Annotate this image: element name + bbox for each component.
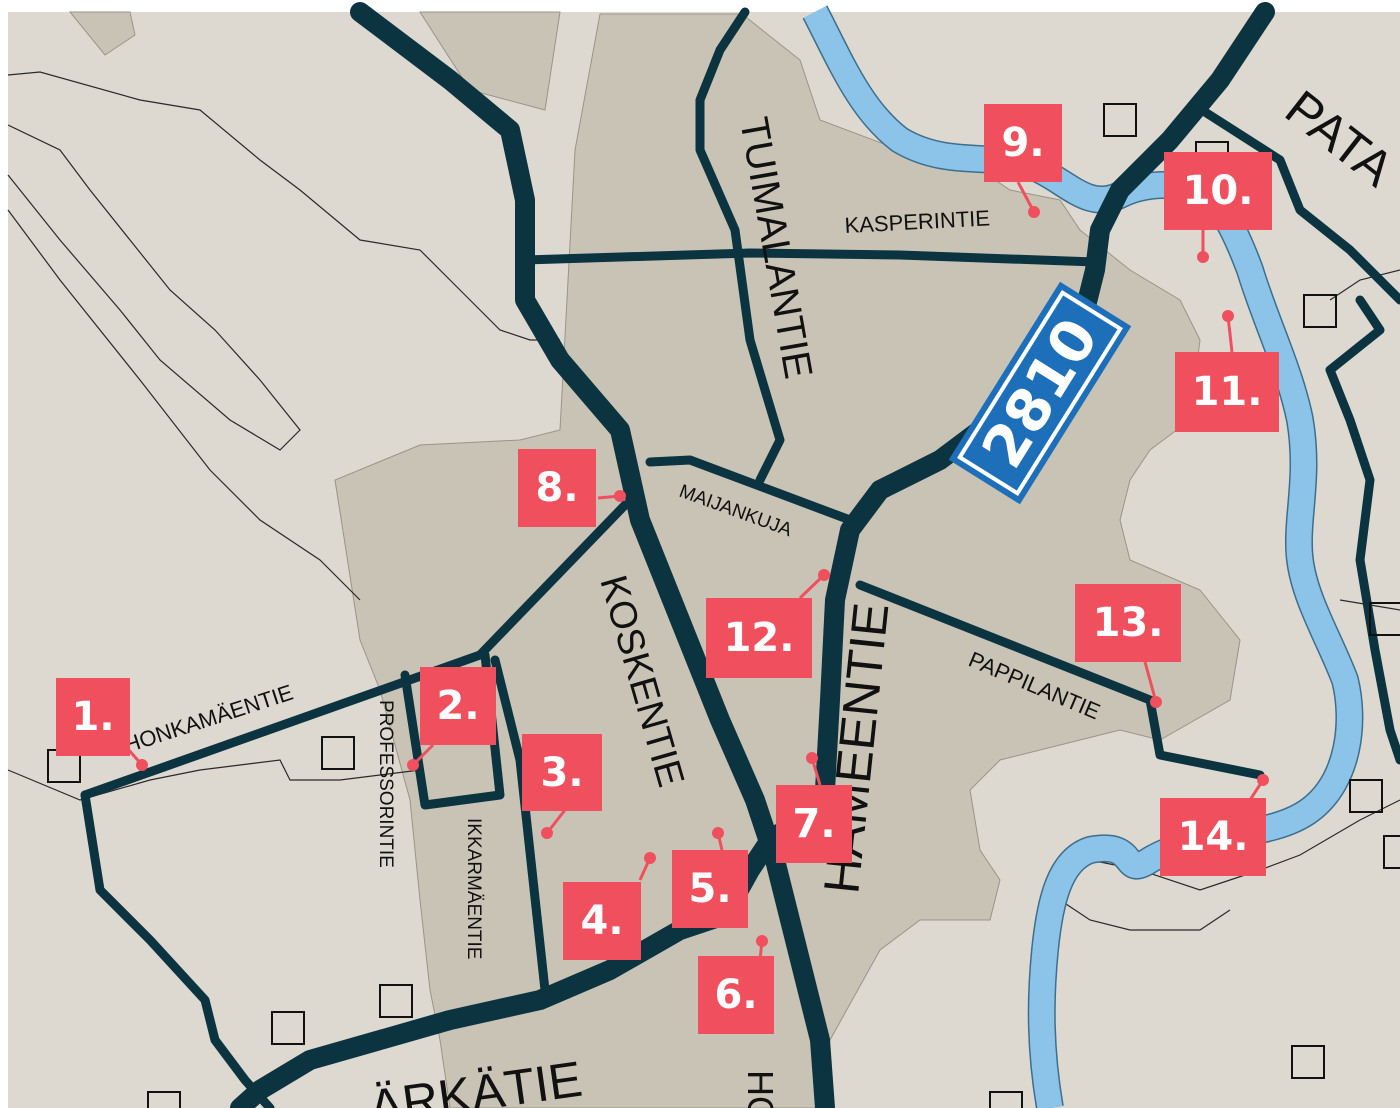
minor-roads <box>80 7 1400 1108</box>
marker-2[interactable]: 2. <box>420 667 496 745</box>
marker-dot-6 <box>756 935 768 947</box>
marker-7[interactable]: 7. <box>776 785 852 863</box>
marker-dot-14 <box>1257 774 1269 786</box>
street-label-ikkarmaentie: IKKARMÄENTIE <box>463 818 484 959</box>
major-roads <box>230 2 1275 1108</box>
marker-6[interactable]: 6. <box>698 956 774 1034</box>
marker-5[interactable]: 5. <box>672 850 748 928</box>
street-label-professorintie: PROFESSORINTIE <box>375 700 396 868</box>
marker-9[interactable]: 9. <box>984 104 1062 182</box>
marker-1[interactable]: 1. <box>56 678 130 756</box>
marker-8[interactable]: 8. <box>518 449 596 527</box>
marker-dot-5 <box>712 827 724 839</box>
marker-dot-1 <box>136 759 148 771</box>
marker-3[interactable]: 3. <box>522 734 602 811</box>
marker-dot-3 <box>541 827 553 839</box>
property-lines <box>7 71 1400 931</box>
marker-dot-9 <box>1028 206 1040 218</box>
marker-14[interactable]: 14. <box>1160 798 1266 876</box>
marker-11[interactable]: 11. <box>1175 352 1279 432</box>
street-label-ho: HO <box>740 1070 781 1108</box>
marker-4[interactable]: 4. <box>563 882 641 960</box>
marker-10[interactable]: 10. <box>1164 152 1272 230</box>
marker-12[interactable]: 12. <box>706 598 812 678</box>
built-areas <box>68 11 1241 1108</box>
marker-dot-2 <box>407 759 419 771</box>
marker-dot-11 <box>1222 310 1234 322</box>
marker-dot-13 <box>1150 696 1162 708</box>
marker-dot-10 <box>1197 251 1209 263</box>
marker-dot-7 <box>806 752 818 764</box>
marker-dot-4 <box>644 852 656 864</box>
marker-13[interactable]: 13. <box>1075 584 1181 662</box>
marker-dot-8 <box>614 490 626 502</box>
marker-dot-12 <box>818 569 830 581</box>
building-squares <box>47 103 1400 1108</box>
